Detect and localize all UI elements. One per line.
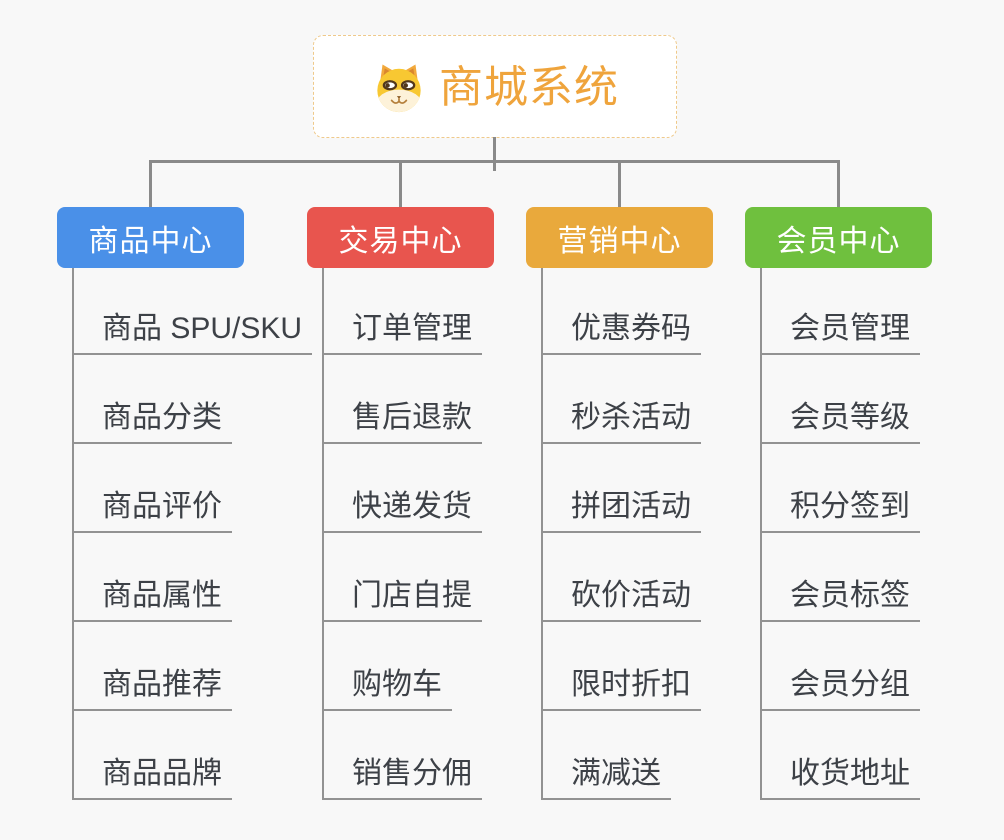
leaf-item: 售后退款 [322, 355, 582, 444]
leaf-item-label[interactable]: 门店自提 [322, 570, 482, 622]
leaf-item: 积分签到 [760, 444, 1004, 533]
leaf-item: 收货地址 [760, 711, 1004, 800]
leaf-item: 会员管理 [760, 266, 1004, 355]
items-column-marketing-center: 优惠券码秒杀活动拼团活动砍价活动限时折扣满减送 [541, 266, 801, 800]
leaf-item-label[interactable]: 满减送 [541, 748, 671, 800]
branch-box-trade-center[interactable]: 交易中心 [307, 207, 494, 268]
branch-label: 交易中心 [338, 224, 463, 258]
leaf-item: 满减送 [541, 711, 801, 800]
leaf-item: 会员等级 [760, 355, 1004, 444]
leaf-item-label[interactable]: 秒杀活动 [541, 392, 701, 444]
leaf-item-label[interactable]: 收货地址 [760, 748, 920, 800]
connector-horizontal [149, 160, 840, 163]
leaf-item: 快递发货 [322, 444, 582, 533]
branch-box-marketing-center[interactable]: 营销中心 [526, 207, 713, 268]
leaf-item-label[interactable]: 砍价活动 [541, 570, 701, 622]
connector-column-member-center [760, 268, 762, 800]
connector-column-trade-center [322, 268, 324, 800]
leaf-item: 销售分佣 [322, 711, 582, 800]
leaf-item: 会员标签 [760, 533, 1004, 622]
items-column-product-center: 商品 SPU/SKU 商品分类商品评价商品属性商品推荐商品品牌 [72, 266, 332, 800]
leaf-item-label[interactable]: 商品属性 [72, 570, 232, 622]
branch-label: 商品中心 [88, 224, 213, 258]
leaf-item-label[interactable]: 商品评价 [72, 481, 232, 533]
doge-icon [371, 61, 427, 113]
leaf-item: 商品品牌 [72, 711, 332, 800]
leaf-item: 订单管理 [322, 266, 582, 355]
leaf-item-label[interactable]: 商品推荐 [72, 659, 232, 711]
leaf-item: 商品 SPU/SKU [72, 266, 332, 355]
leaf-item: 优惠券码 [541, 266, 801, 355]
branch-box-member-center[interactable]: 会员中心 [745, 207, 932, 268]
items-column-trade-center: 订单管理售后退款快递发货门店自提购物车销售分佣 [322, 266, 582, 800]
connector-stub-member-center [837, 160, 840, 208]
leaf-item-label[interactable]: 售后退款 [322, 392, 482, 444]
root-title: 商城系统 [439, 62, 619, 112]
connector-root-vertical [493, 137, 496, 171]
leaf-item-label[interactable]: 优惠券码 [541, 303, 701, 355]
leaf-item: 限时折扣 [541, 622, 801, 711]
connector-stub-trade-center [399, 160, 402, 208]
leaf-item-label[interactable]: 积分签到 [760, 481, 920, 533]
leaf-item: 商品属性 [72, 533, 332, 622]
leaf-item: 商品评价 [72, 444, 332, 533]
connector-stub-marketing-center [618, 160, 621, 208]
leaf-item-label[interactable]: 会员分组 [760, 659, 920, 711]
branch-label: 会员中心 [776, 224, 901, 258]
leaf-item: 会员分组 [760, 622, 1004, 711]
leaf-item: 拼团活动 [541, 444, 801, 533]
leaf-item-label[interactable]: 订单管理 [322, 303, 482, 355]
leaf-item: 商品推荐 [72, 622, 332, 711]
leaf-item: 购物车 [322, 622, 582, 711]
leaf-item-label[interactable]: 限时折扣 [541, 659, 701, 711]
leaf-item-label[interactable]: 购物车 [322, 659, 452, 711]
leaf-item-label[interactable]: 销售分佣 [322, 748, 482, 800]
connector-stub-product-center [149, 160, 152, 208]
branch-box-product-center[interactable]: 商品中心 [57, 207, 244, 268]
leaf-item-label[interactable]: 商品 SPU/SKU [72, 303, 313, 355]
leaf-item-label[interactable]: 会员管理 [760, 303, 920, 355]
leaf-item-label[interactable]: 会员等级 [760, 392, 920, 444]
items-column-member-center: 会员管理会员等级积分签到会员标签会员分组收货地址 [760, 266, 1004, 800]
leaf-item: 砍价活动 [541, 533, 801, 622]
leaf-item: 门店自提 [322, 533, 582, 622]
leaf-item-label[interactable]: 拼团活动 [541, 481, 701, 533]
root-node-mall-system[interactable]: 商城系统 [313, 35, 677, 138]
connector-column-product-center [72, 268, 74, 800]
leaf-item-label[interactable]: 快递发货 [322, 481, 482, 533]
connector-column-marketing-center [541, 268, 543, 800]
leaf-item-label[interactable]: 商品分类 [72, 392, 232, 444]
leaf-item: 商品分类 [72, 355, 332, 444]
leaf-item-label[interactable]: 会员标签 [760, 570, 920, 622]
branch-label: 营销中心 [557, 224, 682, 258]
leaf-item-label[interactable]: 商品品牌 [72, 748, 232, 800]
leaf-item: 秒杀活动 [541, 355, 801, 444]
